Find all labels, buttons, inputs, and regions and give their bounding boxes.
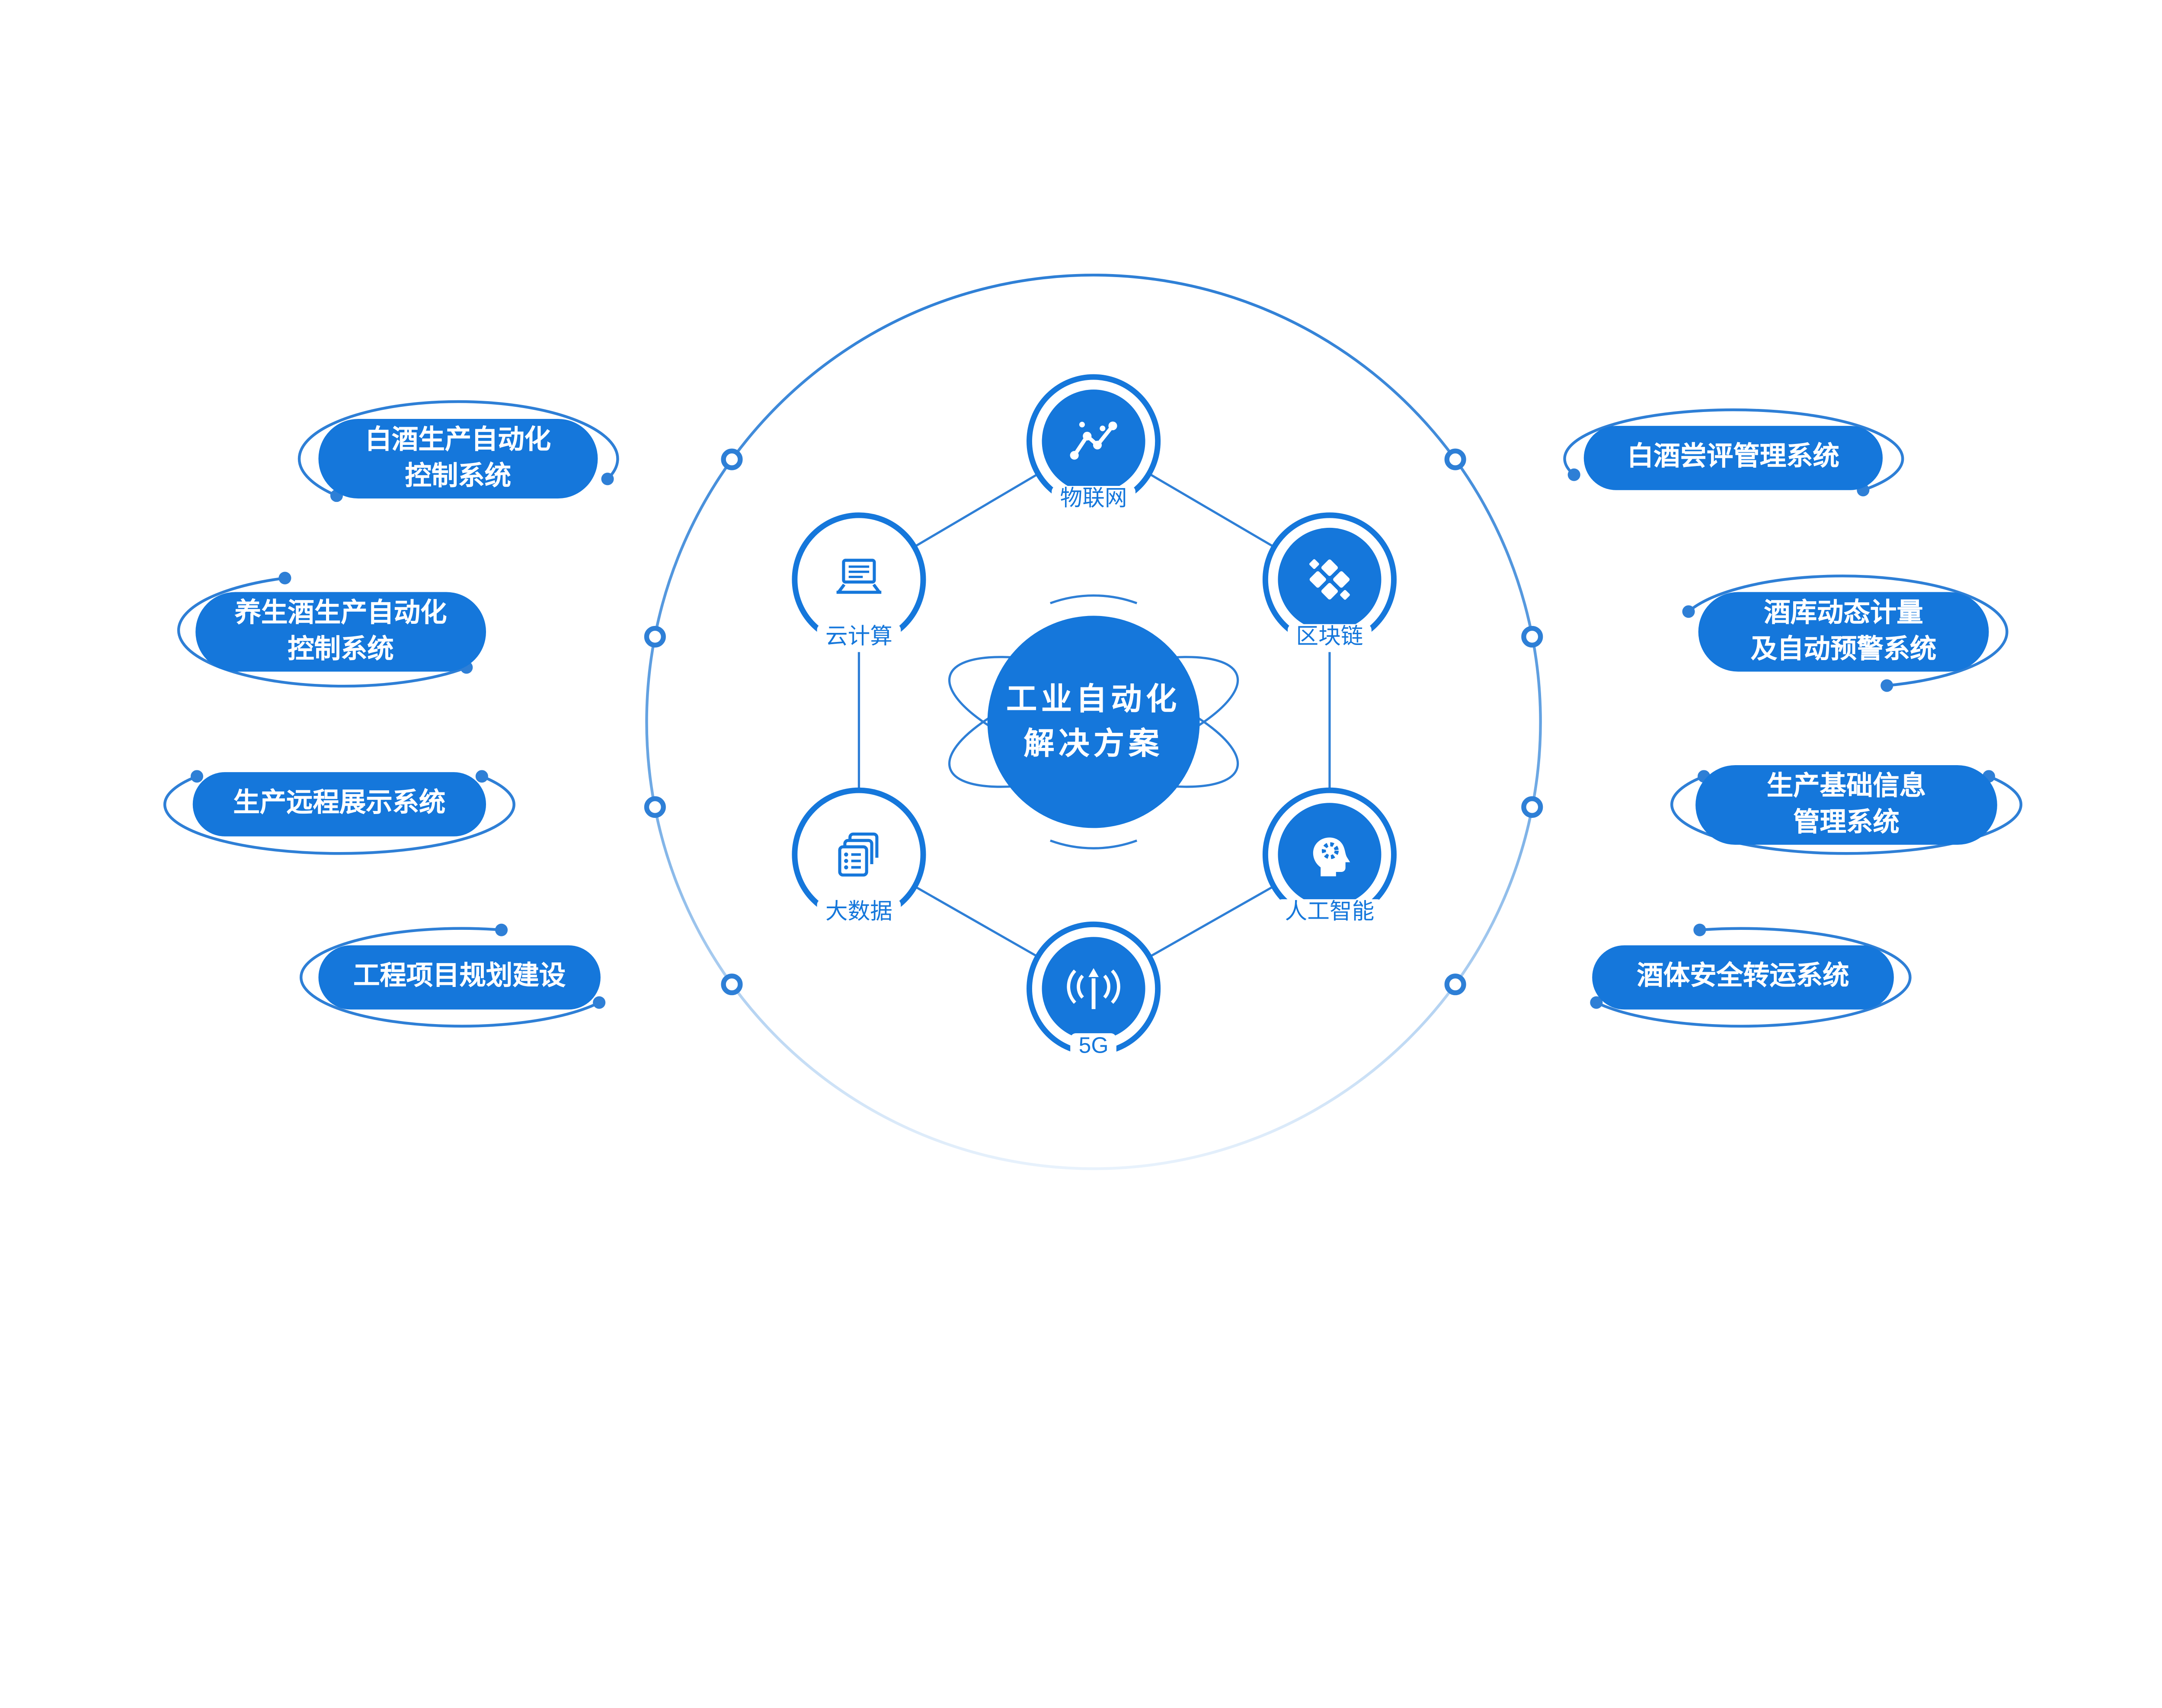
- system-pill-health-wine-automation: 养生酒生产自动化 控制系统: [195, 592, 486, 672]
- outer-ring-dots: [644, 448, 1543, 996]
- tech-node-5g-label: 5G: [1070, 1033, 1117, 1061]
- pill-line2: 控制系统: [288, 635, 394, 664]
- pill-line1: 养生酒生产自动化: [234, 599, 447, 629]
- tech-node-bigdata: 大数据: [792, 787, 926, 927]
- cloud-computing-icon: [836, 559, 882, 594]
- pill-line2: 及自动预警系统: [1750, 635, 1937, 664]
- pill-line1: 生产基础信息: [1766, 772, 1926, 801]
- pill-arc-decorations: [163, 400, 2022, 1028]
- system-pill-remote-display: 生产远程展示系统: [192, 772, 486, 836]
- hub-title-line2: 解决方案: [1023, 726, 1164, 761]
- pill-line1: 白酒尝评管理系统: [1627, 443, 1839, 472]
- big-data-icon: [838, 832, 879, 877]
- tech-node-iot-label: 物联网: [1052, 486, 1135, 514]
- system-pill-project-planning: 工程项目规划建设: [318, 945, 601, 1010]
- tech-node-bigdata-label: 大数据: [817, 899, 901, 927]
- outer-ring: [645, 274, 1542, 1170]
- tech-node-bigdata-circle: [792, 787, 926, 922]
- pill-line1: 酒体安全转运系统: [1637, 962, 1849, 992]
- system-pill-baijiu-automation: 白酒生产自动化 控制系统: [318, 418, 598, 499]
- central-hub: 工业自动化 解决方案: [987, 616, 1200, 828]
- hub-title-line1: 工业自动化: [1006, 681, 1181, 717]
- 5g-antenna-icon: [1067, 968, 1120, 1009]
- system-pill-cellar-metering: 酒库动态计量 及自动预警系统: [1698, 592, 1989, 672]
- pill-line2: 管理系统: [1793, 808, 1900, 837]
- system-pill-tasting-management: 白酒尝评管理系统: [1583, 426, 1883, 490]
- tech-node-ai-label: 人工智能: [1276, 899, 1383, 927]
- tech-node-blockchain: 区块链: [1262, 512, 1397, 652]
- system-pill-basic-info-management: 生产基础信息 管理系统: [1695, 765, 1997, 845]
- pill-line2: 控制系统: [405, 461, 512, 491]
- iot-network-icon: [1070, 421, 1117, 460]
- diagram-canvas: 工业自动化 解决方案 物联网: [163, 274, 2022, 1170]
- pill-line1: 白酒生产自动化: [365, 425, 551, 455]
- tech-node-iot: 物联网: [1027, 374, 1161, 514]
- ai-head-icon: [1313, 837, 1350, 877]
- tech-node-blockchain-label: 区块链: [1288, 624, 1372, 652]
- tech-node-ai: 人工智能: [1262, 787, 1397, 927]
- system-pill-safe-transfer: 酒体安全转运系统: [1592, 945, 1894, 1010]
- tech-node-cloud-label: 云计算: [817, 624, 901, 652]
- pill-line1: 工程项目规划建设: [353, 962, 566, 992]
- tech-node-cloud: 云计算: [792, 512, 926, 652]
- pill-line1: 酒库动态计量: [1764, 599, 1923, 629]
- pill-line1: 生产远程展示系统: [233, 789, 446, 819]
- blockchain-icon: [1309, 559, 1350, 600]
- tech-node-5g: 5G: [1027, 921, 1161, 1061]
